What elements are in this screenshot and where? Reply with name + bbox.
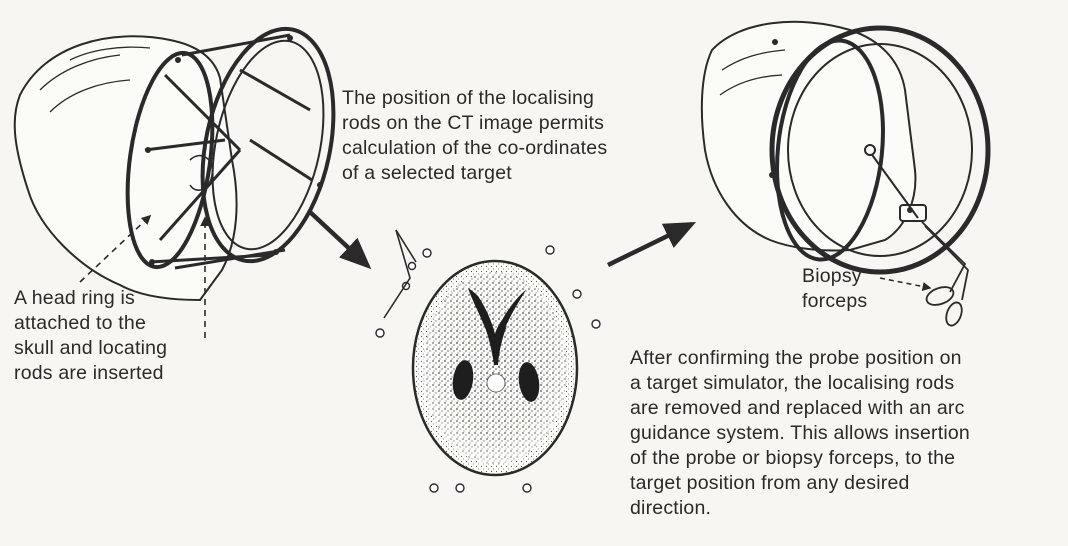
head-ring-illustration bbox=[15, 17, 353, 300]
caption-line: rods on the CT image permits bbox=[342, 111, 607, 136]
caption-line: are removed and replaced with an arc bbox=[630, 396, 970, 421]
biopsy-forceps-label: Biopsy forceps bbox=[802, 264, 867, 314]
caption-line: The position of the localising bbox=[342, 86, 607, 111]
label-line: forceps bbox=[802, 289, 867, 314]
biopsy-forceps bbox=[922, 222, 968, 328]
ct-scan-image bbox=[376, 230, 600, 492]
arc-guidance-caption: After confirming the probe position on a… bbox=[630, 346, 970, 521]
caption-line: calculation of the co-ordinates bbox=[342, 136, 607, 161]
biopsy-pointer bbox=[880, 278, 930, 288]
caption-line: guidance system. This allows insertion bbox=[630, 421, 970, 446]
ct-target-point bbox=[487, 374, 505, 392]
caption-line: a target simulator, the localising rods bbox=[630, 371, 970, 396]
label-line: Biopsy bbox=[802, 264, 867, 289]
caption-line: target position from any desired bbox=[630, 471, 970, 496]
caption-line: skull and locating bbox=[14, 336, 167, 361]
caption-line: A head ring is bbox=[14, 286, 167, 311]
caption-line: attached to the bbox=[14, 311, 167, 336]
caption-line: rods are inserted bbox=[14, 361, 167, 386]
caption-line: of the probe or biopsy forceps, to the bbox=[630, 446, 970, 471]
localising-rods-caption: The position of the localising rods on t… bbox=[342, 86, 607, 186]
ct-marker-pointer bbox=[384, 230, 410, 318]
caption-line: of a selected target bbox=[342, 161, 607, 186]
caption-line: direction. bbox=[630, 496, 970, 521]
arc-carrier bbox=[900, 205, 926, 221]
arrow-to-arc-frame bbox=[608, 224, 692, 265]
caption-line: After confirming the probe position on bbox=[630, 346, 970, 371]
head-ring-caption: A head ring is attached to the skull and… bbox=[14, 286, 167, 386]
arrow-to-ct-scan bbox=[310, 212, 368, 266]
